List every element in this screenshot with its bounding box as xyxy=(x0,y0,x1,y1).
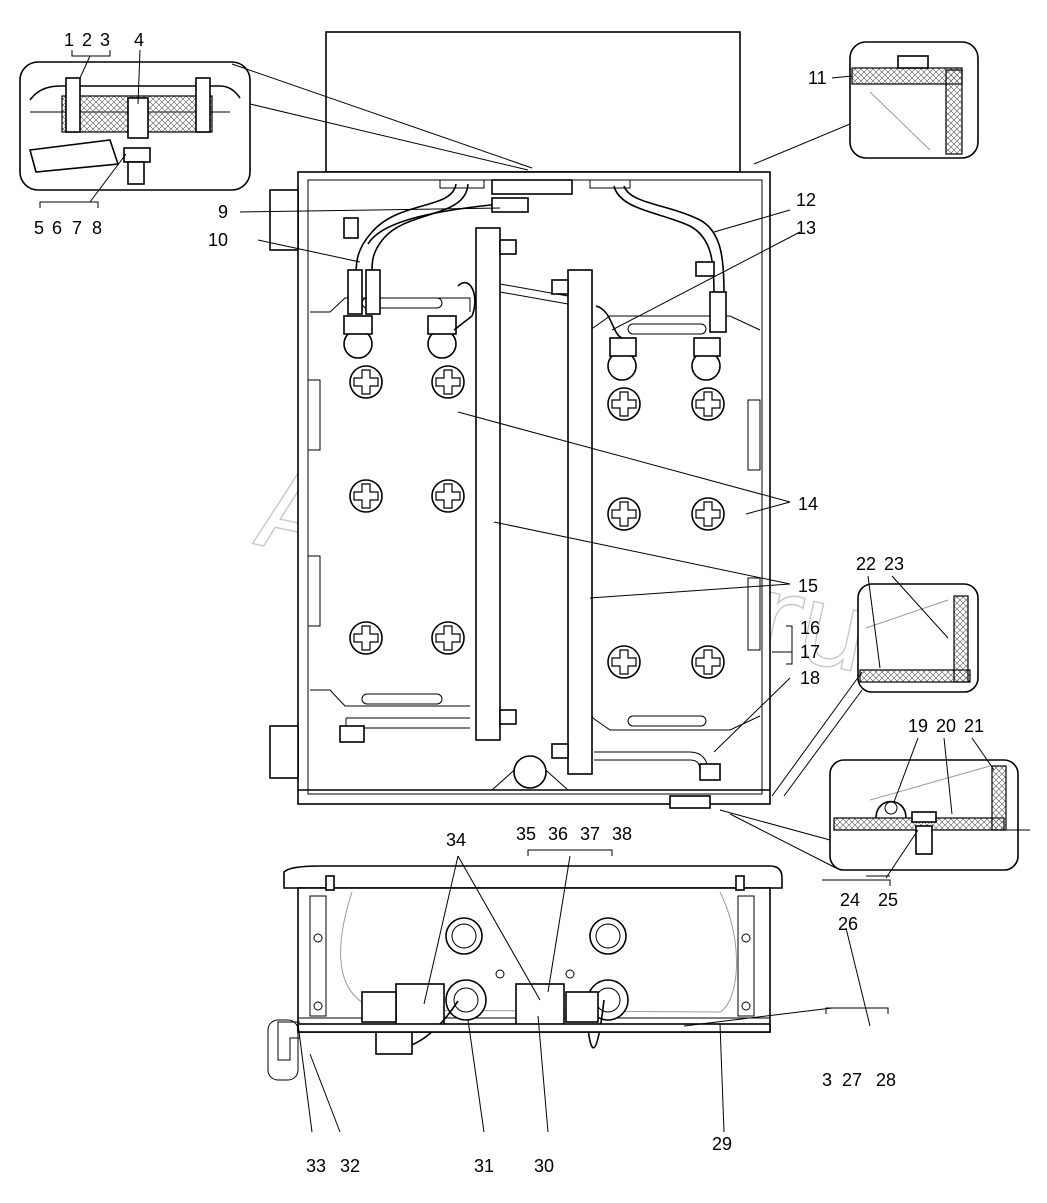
callout-8: 8 xyxy=(92,218,102,238)
callout-1: 1 xyxy=(64,30,74,50)
callout-22: 22 xyxy=(856,554,876,574)
callout-18: 18 xyxy=(800,668,820,688)
battery-box-side-view xyxy=(267,865,783,1081)
leader-lines xyxy=(39,49,995,1133)
callout-13: 13 xyxy=(796,218,816,238)
callout-34: 34 xyxy=(446,830,466,850)
callout-31: 31 xyxy=(474,1156,494,1176)
detail-view-b xyxy=(753,41,979,165)
callout-14: 14 xyxy=(798,494,818,514)
callout-29: 29 xyxy=(712,1134,732,1154)
detail-view-c xyxy=(771,583,979,797)
callout-35: 35 xyxy=(516,824,536,844)
callout-2: 2 xyxy=(82,30,92,50)
hold-down-bar-left xyxy=(475,227,501,741)
callout-26: 26 xyxy=(838,914,858,934)
callout-labels: 1 2 3 4 5 6 7 8 11 9 10 12 13 14 15 16 1… xyxy=(34,30,984,1176)
callout-37: 37 xyxy=(580,824,600,844)
relay-left xyxy=(395,983,445,1031)
callout-7: 7 xyxy=(72,218,82,238)
battery-box-top-view xyxy=(269,31,771,809)
callout-9: 9 xyxy=(218,202,228,222)
callout-15: 15 xyxy=(798,576,818,596)
callout-28: 28 xyxy=(876,1070,896,1090)
callout-20: 20 xyxy=(936,716,956,736)
hold-down-bar-right xyxy=(567,269,593,775)
callout-24: 24 xyxy=(840,890,860,910)
callout-4: 4 xyxy=(134,30,144,50)
callout-30: 30 xyxy=(534,1156,554,1176)
box-lid xyxy=(325,31,741,173)
callout-17: 17 xyxy=(800,642,820,662)
callout-19: 19 xyxy=(908,716,928,736)
callout-32: 32 xyxy=(340,1156,360,1176)
callout-25: 25 xyxy=(878,890,898,910)
callout-21: 21 xyxy=(964,716,984,736)
detail-view-a xyxy=(19,61,533,191)
detail-view-d xyxy=(719,759,1030,871)
callout-36: 36 xyxy=(548,824,568,844)
relay-right xyxy=(515,983,565,1031)
callout-11: 11 xyxy=(808,68,827,88)
callout-3: 3 xyxy=(100,30,110,50)
callout-3b: 3 xyxy=(822,1070,832,1090)
callout-6: 6 xyxy=(52,218,62,238)
callout-23: 23 xyxy=(884,554,904,574)
callout-10: 10 xyxy=(208,230,228,250)
callout-27: 27 xyxy=(842,1070,862,1090)
callout-33: 33 xyxy=(306,1156,326,1176)
callout-38: 38 xyxy=(612,824,632,844)
callout-5: 5 xyxy=(34,218,44,238)
callout-12: 12 xyxy=(796,190,816,210)
callout-16: 16 xyxy=(800,618,820,638)
